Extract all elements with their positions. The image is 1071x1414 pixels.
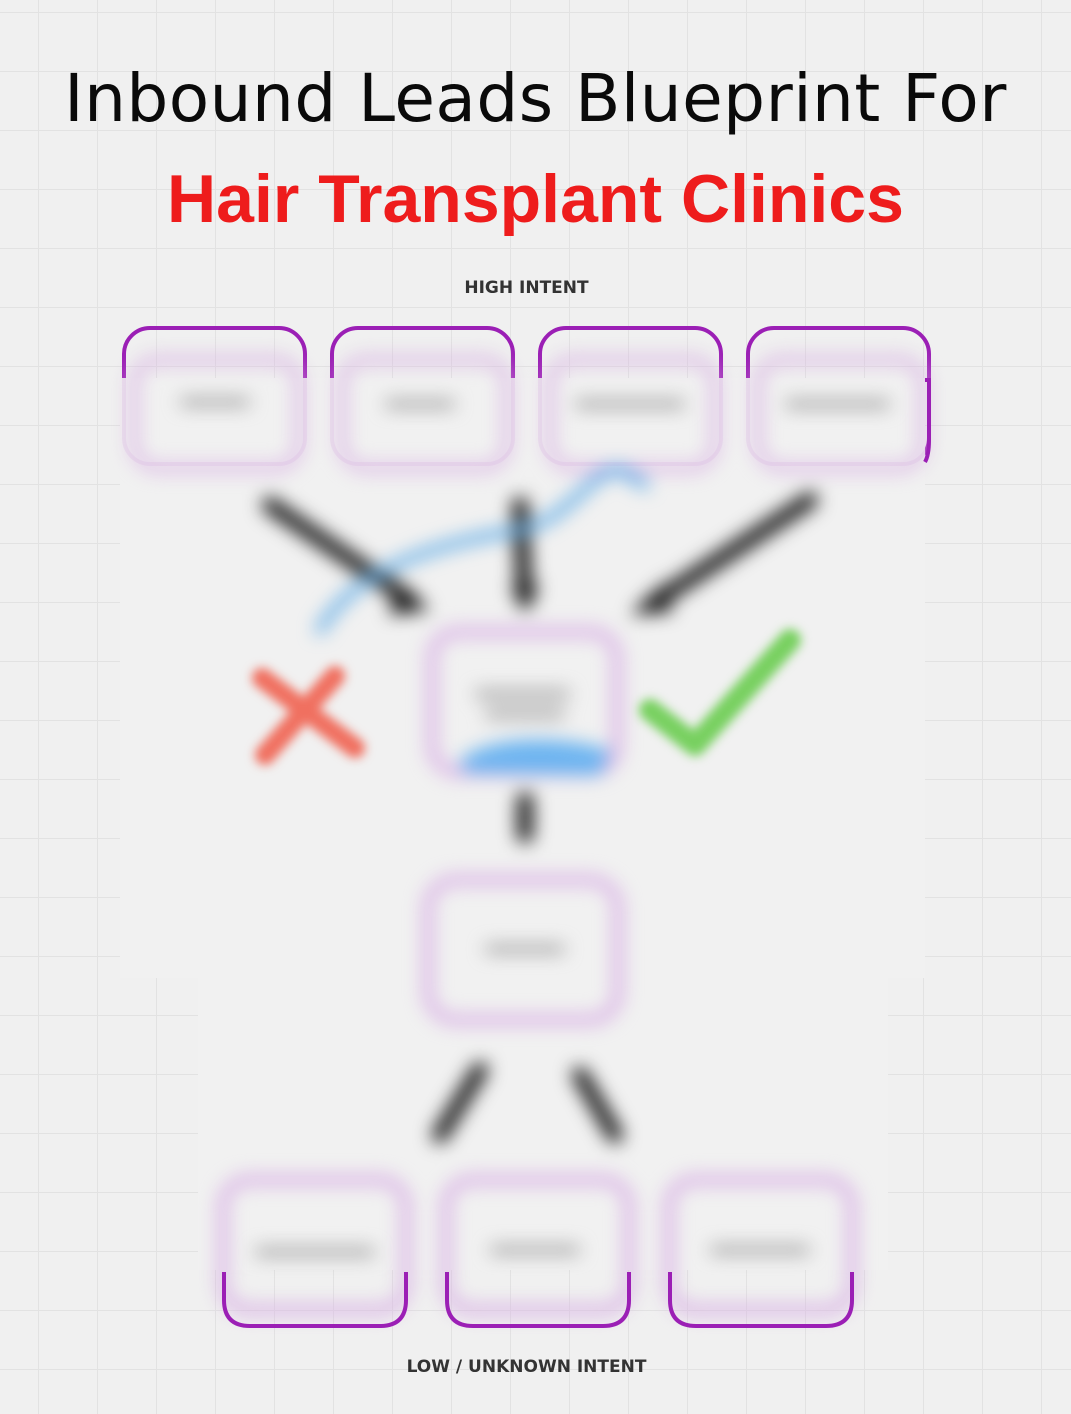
blurred-diagram-content [130,356,927,1315]
blur-panel-lower [198,978,888,1270]
check-icon [639,629,801,756]
bottom-node-2 [445,1272,631,1328]
cross-icon [252,666,365,765]
low-intent-label: LOW / UNKNOWN INTENT [406,1357,647,1377]
bottom-node-3 [668,1272,854,1328]
high-intent-label: HIGH INTENT [464,278,589,298]
title-line-2: Hair Transplant Clinics [167,161,904,237]
bottom-node-outlines [222,1272,854,1328]
title-line-1: Inbound Leads Blueprint For [64,60,1007,137]
bottom-node-1 [222,1272,408,1328]
